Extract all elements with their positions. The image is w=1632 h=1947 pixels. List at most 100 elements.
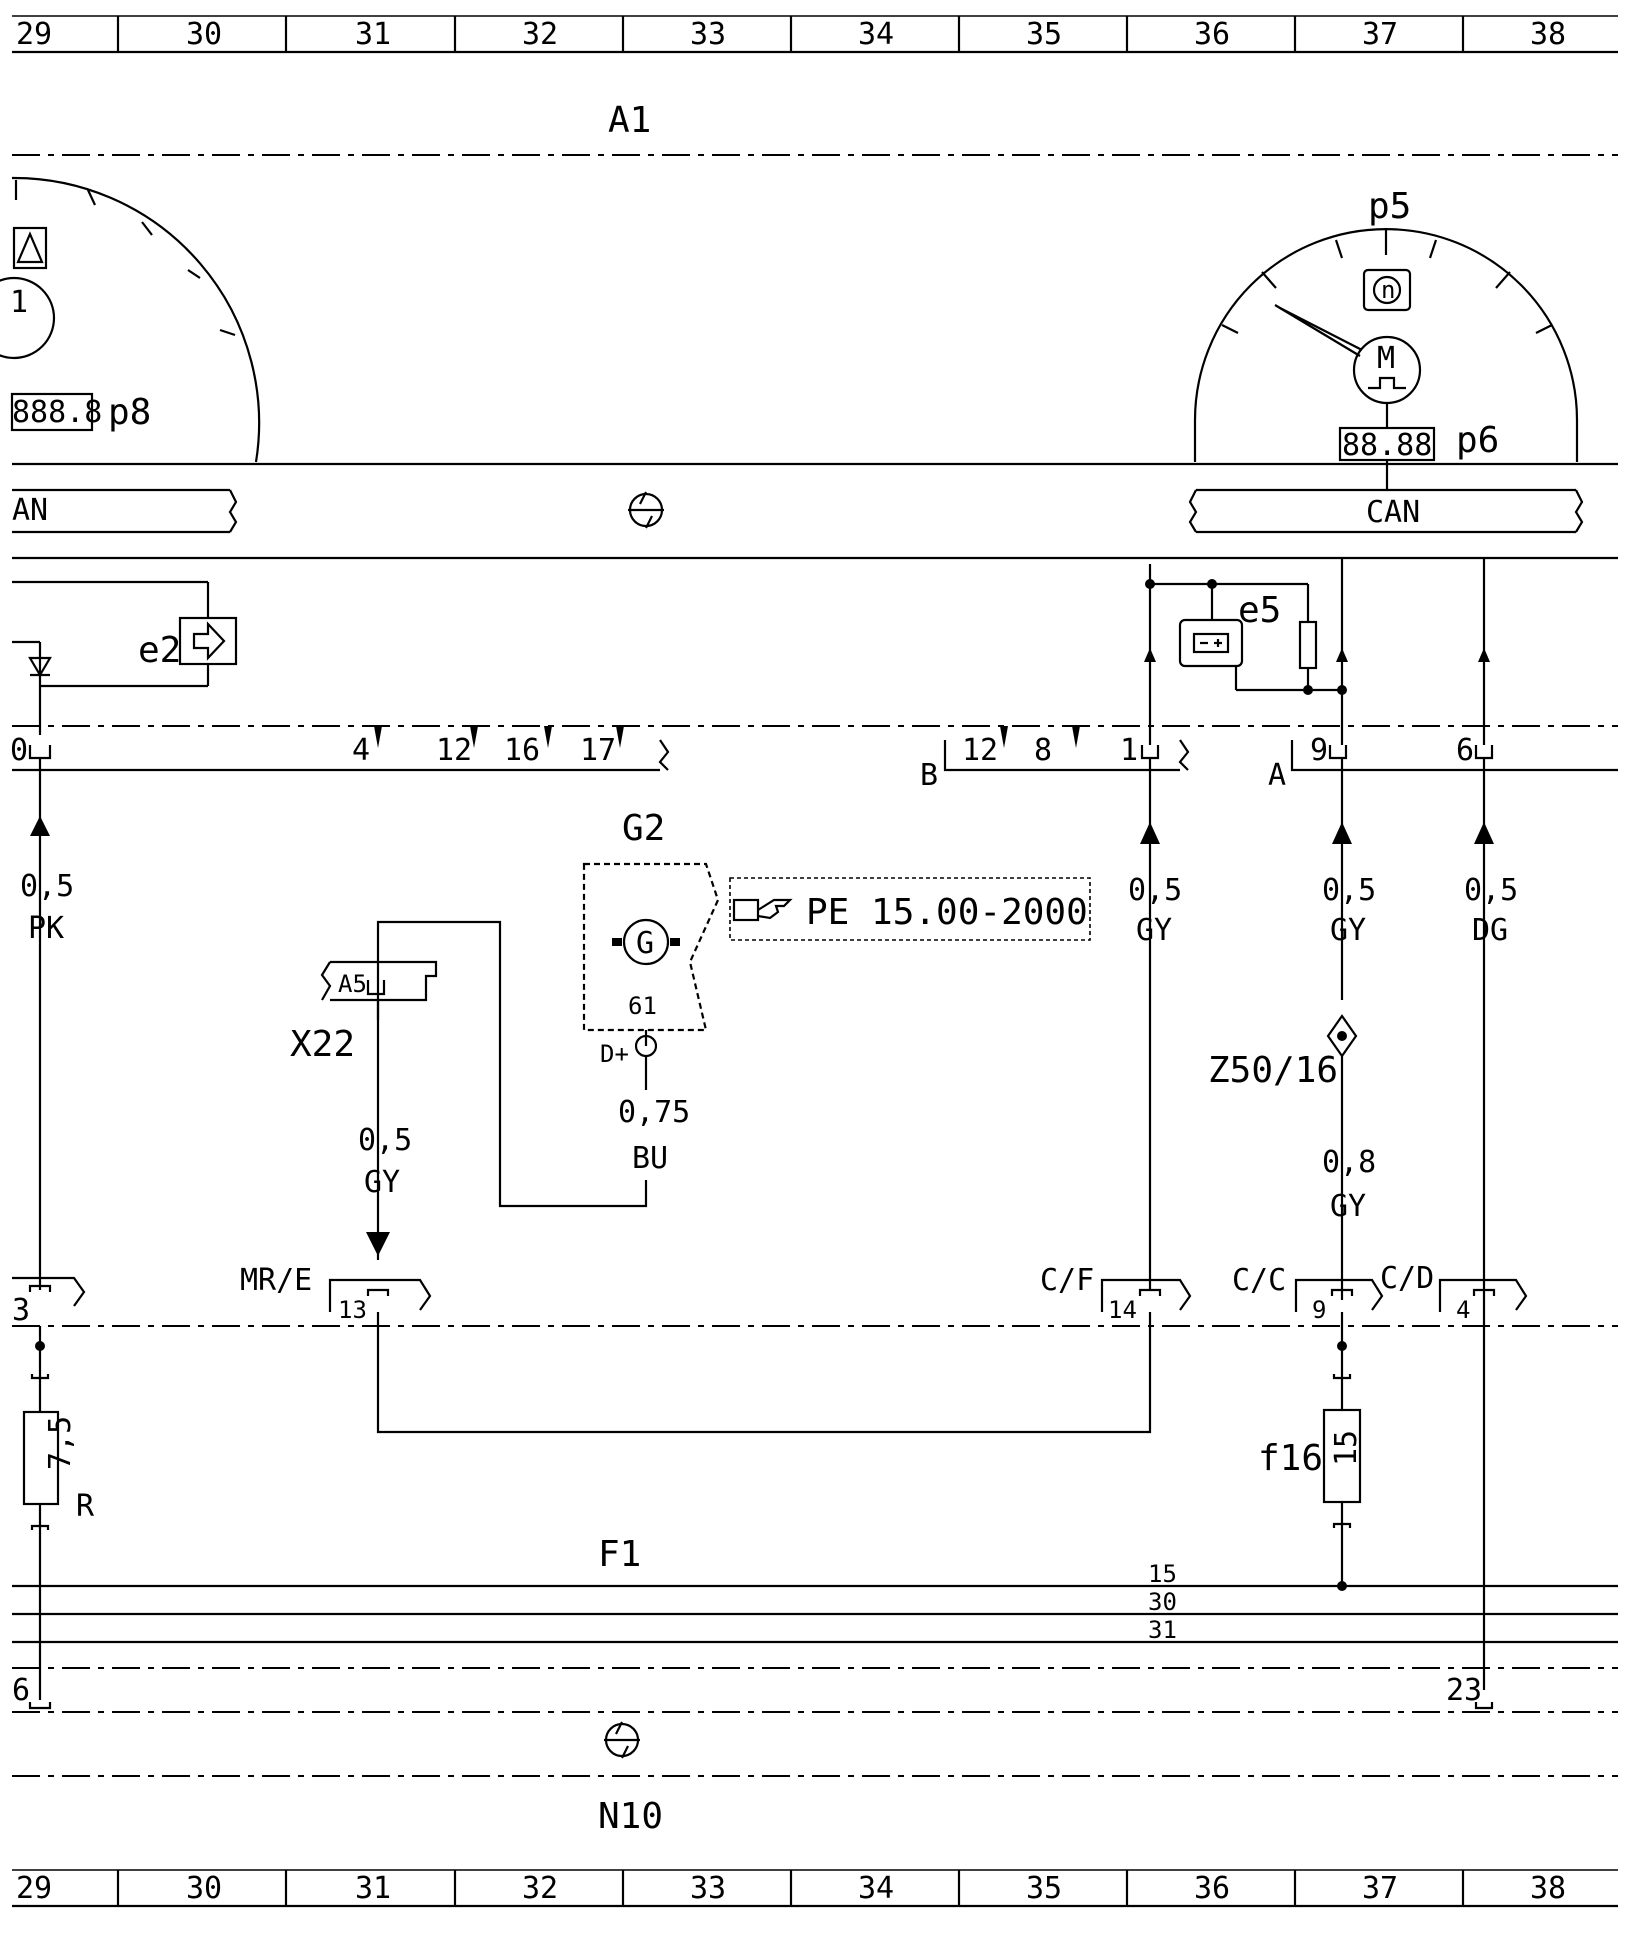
wire-color: BU	[632, 1141, 668, 1176]
grid-number: 34	[858, 1871, 894, 1906]
f1-rails: F1 15 30 31	[12, 1534, 1618, 1644]
wire-size: 0,8	[1322, 1145, 1376, 1180]
e2-indicator: e2	[12, 580, 238, 735]
grid-number: 34	[858, 17, 894, 52]
fuse-rating: 7,5	[43, 1416, 78, 1470]
motor-symbol: M	[1377, 341, 1395, 376]
component-label-e5: e5	[1238, 590, 1281, 631]
grid-number: 30	[186, 17, 222, 52]
g2-generator: G2 G 61 D+ 0,75 BU	[376, 808, 720, 1208]
pin-label: 17	[580, 733, 616, 768]
can-label-left: AN	[12, 493, 48, 528]
x22-connector: A5 X22 0,5 GY	[290, 960, 438, 1260]
pin-label: 4	[352, 733, 370, 768]
p6-display: 88.88	[1342, 428, 1432, 463]
lower-connectors: 3 MR/E 13 C/F 14 C/C 9 C/D 4	[12, 1261, 1528, 1328]
fuse-rating: 15	[1329, 1430, 1364, 1466]
wire-color: GY	[364, 1165, 400, 1200]
pin-label: 6	[1456, 733, 1474, 768]
component-label-r: R	[76, 1489, 95, 1524]
wire-size: 0,5	[1322, 873, 1376, 908]
component-label-x22: X22	[290, 1024, 355, 1065]
p8-display: 888.8	[12, 395, 102, 430]
z50-splice: Z50/16 0,8 GY	[1208, 1014, 1376, 1300]
connector-cd-label: C/D	[1380, 1261, 1434, 1296]
component-label-n10: N10	[598, 1796, 663, 1837]
component-label-g2: G2	[622, 808, 665, 849]
generator-symbol: G	[636, 926, 654, 961]
gauge-symbol: n	[1381, 276, 1395, 304]
fuse-left: 7,5 R	[22, 1326, 95, 1700]
pin-label: 13	[338, 1296, 367, 1324]
note-box: PE 15.00-2000	[729, 877, 1091, 941]
wire-color: GY	[1330, 913, 1366, 948]
wire-size: 0,5	[20, 869, 74, 904]
connector-mre-label: MR/E	[240, 1263, 312, 1298]
component-label-p6: p6	[1456, 420, 1499, 461]
pin-label: 14	[1108, 1296, 1137, 1324]
component-label-p8: p8	[108, 392, 151, 433]
grid-number: 35	[1026, 1871, 1062, 1906]
rail-label: 30	[1148, 1588, 1177, 1616]
fuse-f16: 15 f16	[1258, 1312, 1364, 1591]
component-label-p5: p5	[1368, 186, 1411, 227]
wire-size: 0,75	[618, 1095, 690, 1130]
grid-number: 32	[522, 1871, 558, 1906]
right-gauge: p5 n M 88.88 p6	[1193, 186, 1579, 463]
wire-color: GY	[1136, 913, 1172, 948]
pin-label: 1	[1120, 733, 1138, 768]
grid-number: 31	[355, 1871, 391, 1906]
can-label-right: CAN	[1366, 495, 1420, 530]
gauge-left-symbol: 1	[10, 285, 28, 320]
pin-label: 16	[504, 733, 540, 768]
pin-label: 12	[436, 733, 472, 768]
note-text: PE 15.00-2000	[806, 892, 1088, 933]
grid-number: 29	[16, 17, 52, 52]
n10-symbol	[604, 1721, 640, 1759]
pin-label: 12	[962, 733, 998, 768]
wire-size: 0,5	[358, 1123, 412, 1158]
grid-number: 36	[1194, 1871, 1230, 1906]
pin-label: 0	[10, 733, 28, 768]
left-gauge: 1 888.8 p8	[0, 176, 261, 463]
pin-label: 8	[1034, 733, 1052, 768]
grid-ruler-top: 29 30 31 32 33 34 35 36 37 38	[12, 15, 1618, 54]
connector-cf-label: C/F	[1040, 1263, 1094, 1298]
grid-number: 29	[16, 1871, 52, 1906]
rail-label: 31	[1148, 1616, 1177, 1644]
can-bus: AN CAN	[12, 460, 1618, 560]
grid-number: 35	[1026, 17, 1062, 52]
grid-ruler-bottom: 29 30 31 32 33 34 35 36 37 38	[12, 1869, 1618, 1908]
connector-b-label: B	[920, 758, 938, 793]
grid-number: 37	[1362, 17, 1398, 52]
component-label-a1: A1	[608, 100, 651, 141]
component-label-f16: f16	[1258, 1438, 1323, 1479]
wire-color: PK	[28, 911, 64, 946]
grid-number: 37	[1362, 1871, 1398, 1906]
wire-color: DG	[1472, 913, 1508, 948]
pin-label: A5	[338, 970, 367, 998]
grid-number: 31	[355, 17, 391, 52]
grid-number: 38	[1530, 1871, 1566, 1906]
g2-terminal-label: D+	[600, 1040, 629, 1068]
pin-label: 6	[12, 1673, 30, 1708]
wire-color: GY	[1330, 1189, 1366, 1224]
component-label-z50: Z50/16	[1208, 1050, 1338, 1091]
grid-number: 38	[1530, 17, 1566, 52]
rail-label: 15	[1148, 1560, 1177, 1588]
grid-number: 32	[522, 17, 558, 52]
pin-label: 3	[12, 1293, 30, 1328]
pin-label: 9	[1310, 733, 1328, 768]
grid-number: 33	[690, 17, 726, 52]
component-label-f1: F1	[598, 1534, 641, 1575]
wire-size: 0,5	[1464, 873, 1518, 908]
connector-a-label: A	[1268, 758, 1286, 793]
pin-label: 9	[1312, 1296, 1326, 1324]
pin-label: 61	[628, 992, 657, 1020]
grid-number: 30	[186, 1871, 222, 1906]
wire-size: 0,5	[1128, 873, 1182, 908]
grid-number: 36	[1194, 17, 1230, 52]
e5-circuit: e5	[1144, 558, 1490, 745]
